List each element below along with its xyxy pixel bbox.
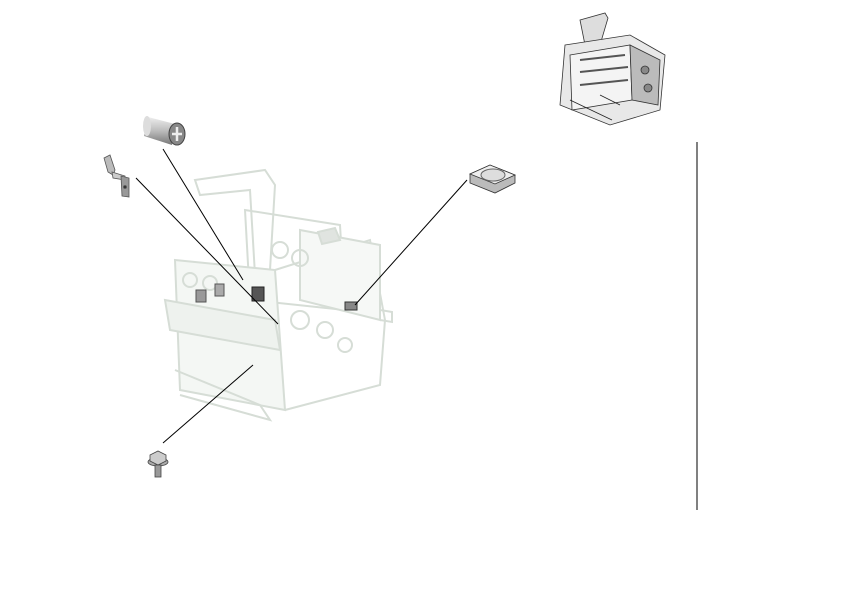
leader-line-bracket xyxy=(135,177,279,325)
leader-line-cylinder xyxy=(162,148,244,281)
leader-line-fan xyxy=(354,179,468,306)
cylinder-pin-part xyxy=(143,116,186,146)
cooling-fan-part xyxy=(468,164,517,194)
bracket-part xyxy=(103,154,130,198)
flange-screw-part xyxy=(147,450,169,478)
locator-thumbnail xyxy=(559,12,666,126)
leader-lines xyxy=(135,148,468,444)
leader-line-screw xyxy=(162,364,254,444)
mounted-parts xyxy=(195,283,358,311)
